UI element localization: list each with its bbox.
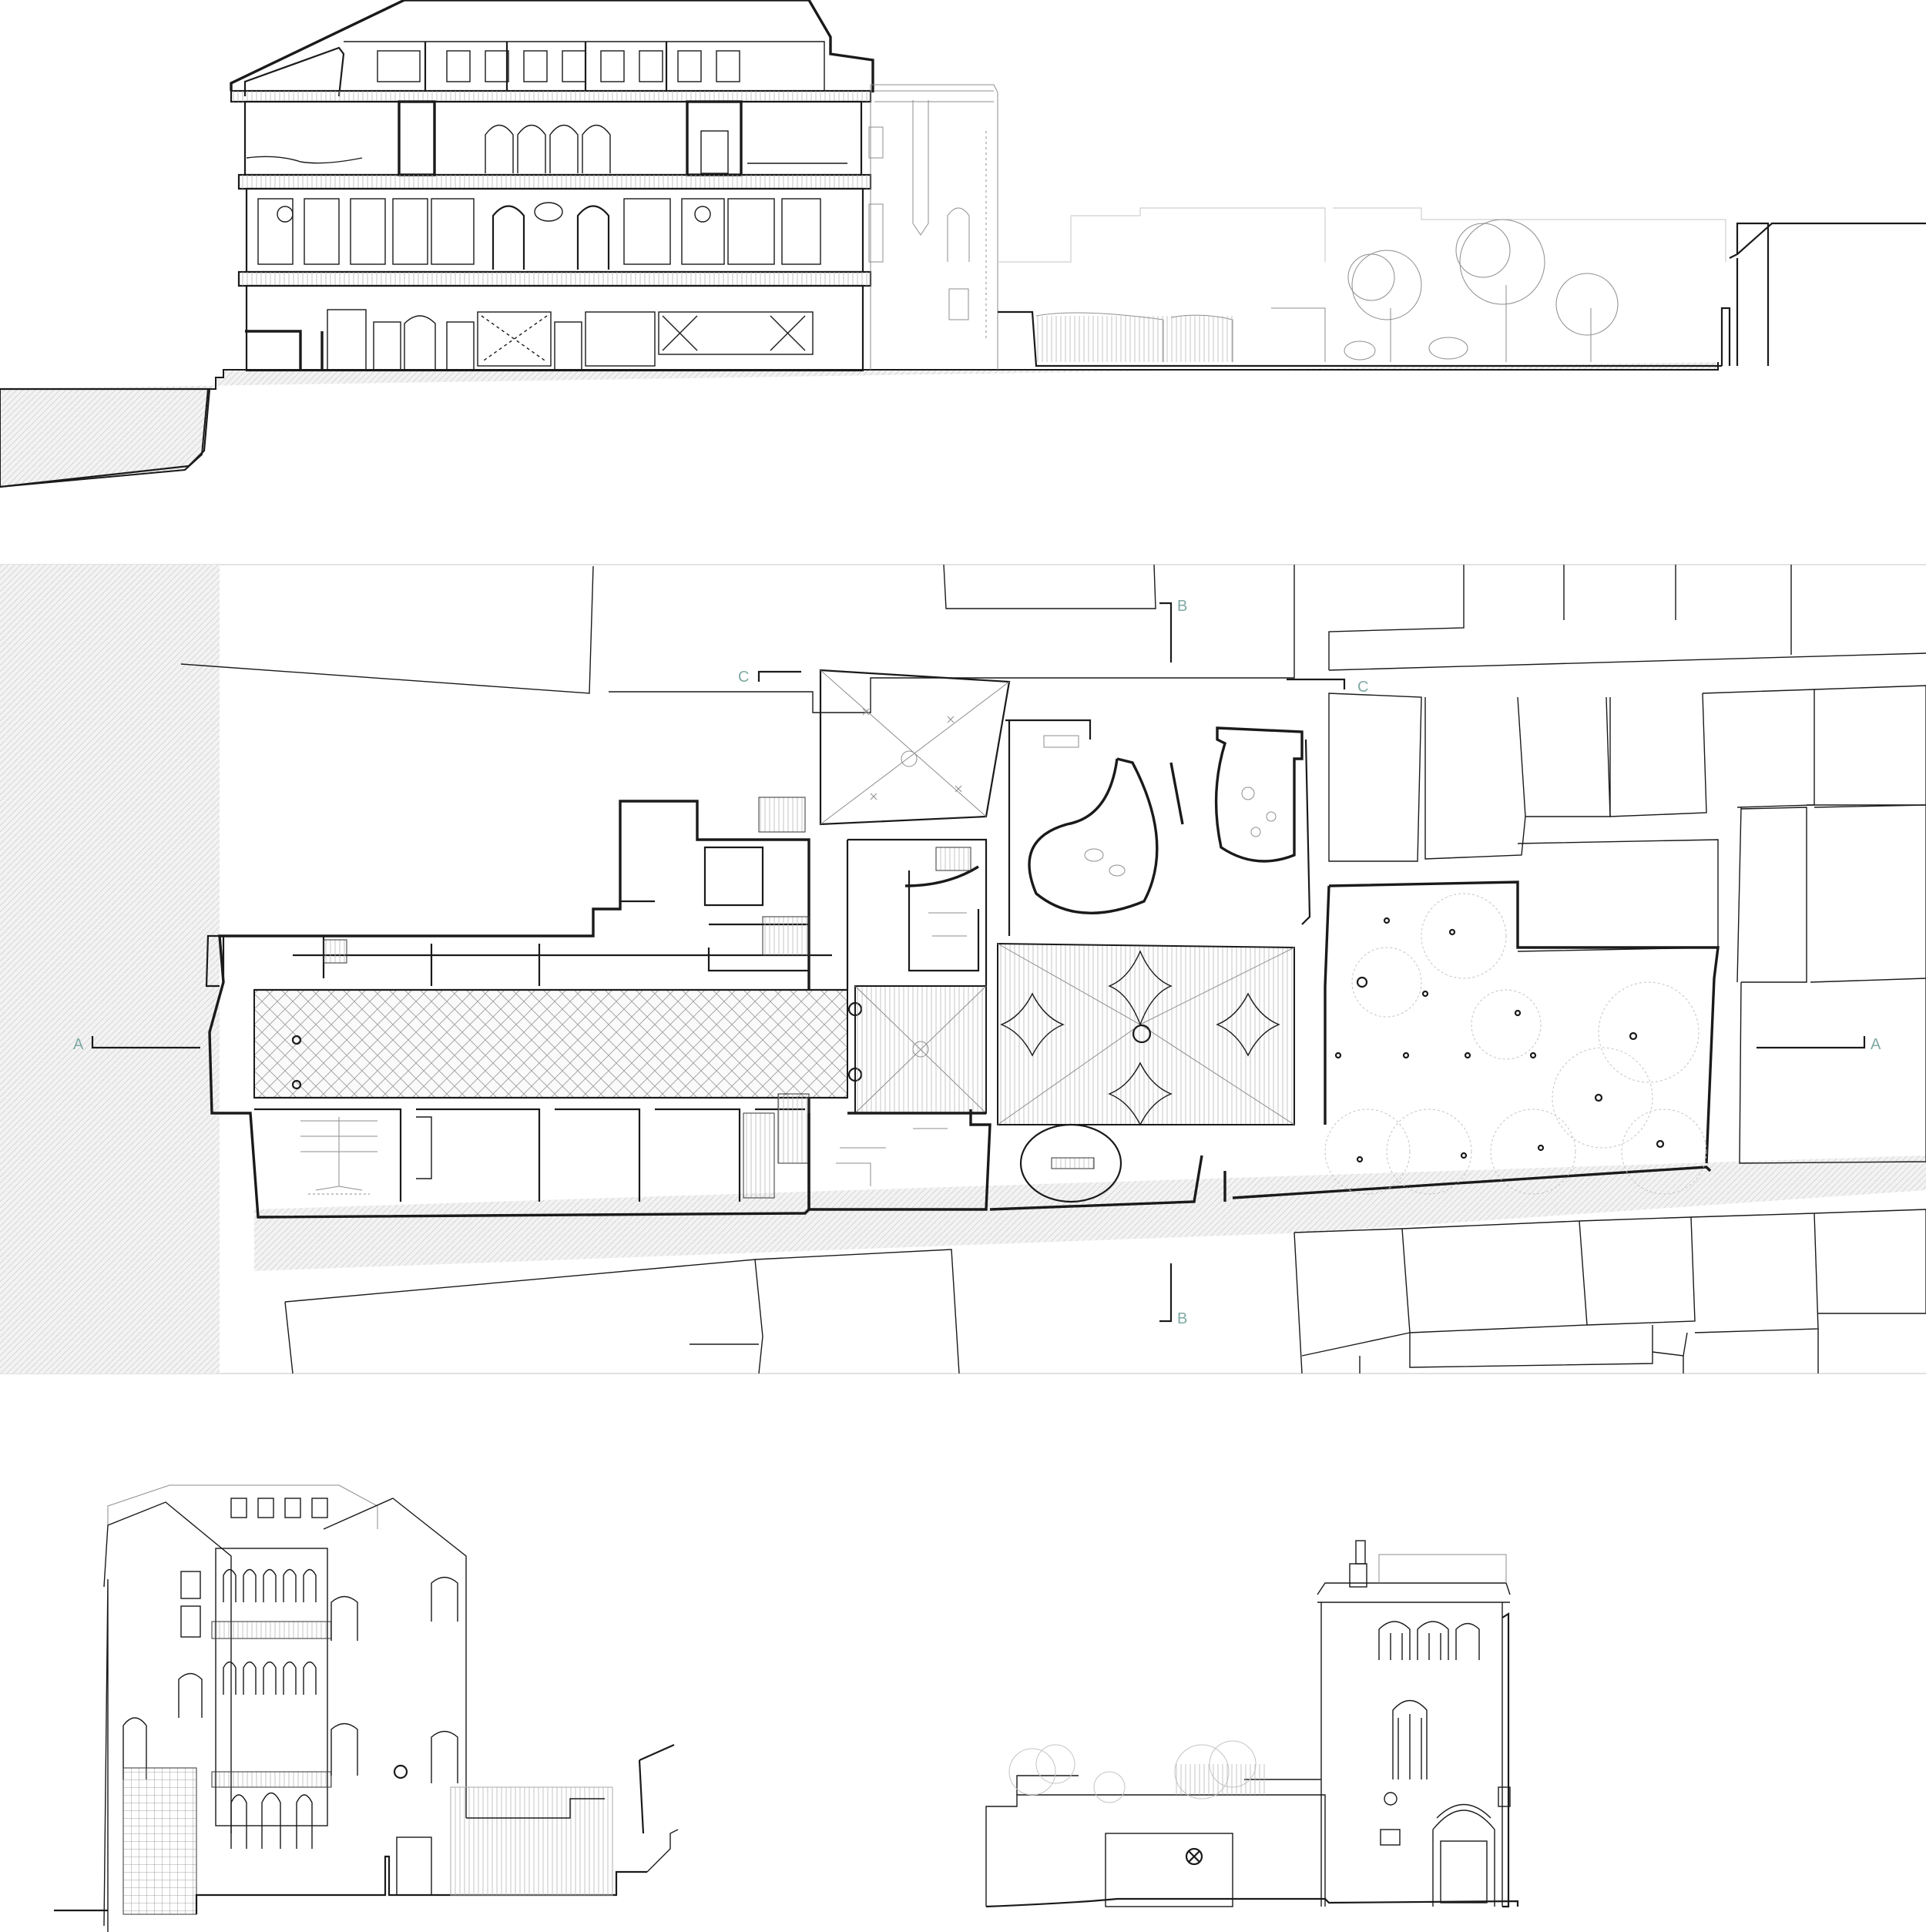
section-cut-wall-1: [398, 100, 436, 176]
garden-section: [998, 207, 1926, 367]
courtyard-side-rooms: [222, 797, 832, 986]
roof-truss: [243, 46, 345, 97]
attic-windows: [377, 42, 740, 91]
courtyard-x-pattern: [819, 669, 1011, 826]
slab-dentils-2: [239, 175, 871, 189]
street-paving: [254, 1156, 1926, 1271]
section-label-c-right: C: [1357, 679, 1368, 696]
street-trees: [1008, 1740, 1267, 1803]
section-marker-a-right: A: [1757, 1036, 1881, 1053]
section-marker-a-left: A: [73, 1036, 200, 1053]
wall-emblem: [393, 1764, 408, 1779]
cornice-dentils: [231, 91, 871, 102]
column-2: [291, 1079, 302, 1090]
ground-floor-cut: [245, 330, 324, 371]
side-windows: [122, 1571, 458, 1783]
ground-floor-plan: A A B B C C: [0, 565, 1926, 1374]
section-cut-wall-2: [686, 100, 743, 176]
section-label-b-top: B: [1177, 598, 1187, 615]
section-marker-b-bottom: B: [1159, 1263, 1187, 1327]
section-ground-fill: [0, 362, 1719, 488]
garden-plan: [1324, 880, 1720, 1195]
section-label-b-bottom: B: [1177, 1310, 1187, 1327]
stair-5: [323, 939, 347, 964]
upper-arched-windows: [485, 124, 729, 174]
tower-building: [1317, 1540, 1511, 1908]
street-elevation: [985, 1540, 1519, 1908]
stair-6: [935, 847, 971, 871]
section-marker-c-left: C: [738, 669, 801, 686]
slab-dentils-1: [239, 272, 871, 286]
stair-4: [762, 916, 810, 956]
pyramid-roof-plan: [854, 942, 1295, 1126]
neighboring-blocks: [180, 565, 1926, 1374]
canal-water: [0, 565, 220, 1374]
attic-line: [344, 41, 825, 91]
water-gate: [205, 934, 220, 988]
column-1: [291, 1035, 302, 1045]
garden-gate: [1105, 1833, 1233, 1907]
palazzo-roof: [230, 0, 874, 92]
second-floor: [243, 100, 863, 176]
garden-trees: [1344, 219, 1619, 362]
ground-floor-openings: [327, 309, 814, 371]
stair-3: [758, 797, 806, 833]
ground-profile: [0, 387, 211, 488]
stair-2: [777, 1093, 810, 1164]
longitudinal-section: [0, 0, 1926, 488]
adjacent-building-elevation: [868, 84, 998, 370]
section-label-a-left: A: [73, 1036, 84, 1053]
furniture-outline: [246, 156, 363, 164]
section-label-c-left: C: [738, 669, 749, 686]
central-circulation: [846, 838, 988, 990]
section-marker-b-top: B: [1159, 598, 1187, 662]
canal-side-rooms: [254, 1093, 810, 1202]
gate-medallion: [1185, 1847, 1203, 1866]
water-gate-grille: [122, 1767, 197, 1915]
portego-walls: [254, 988, 847, 1099]
piano-nobile-openings: [257, 198, 821, 270]
boundary-fence: [450, 1786, 613, 1896]
stair-1: [743, 1112, 775, 1199]
portego-hall: [253, 989, 848, 1098]
ground-floor: [245, 284, 864, 372]
loggia-frame: [215, 1548, 328, 1826]
curved-pavilions: [1005, 719, 1311, 936]
section-marker-c-right: C: [1287, 678, 1368, 696]
section-label-a-right: A: [1871, 1036, 1881, 1053]
canal-facade-elevation: [54, 1484, 679, 1932]
loggia-arches: [211, 1498, 332, 1849]
